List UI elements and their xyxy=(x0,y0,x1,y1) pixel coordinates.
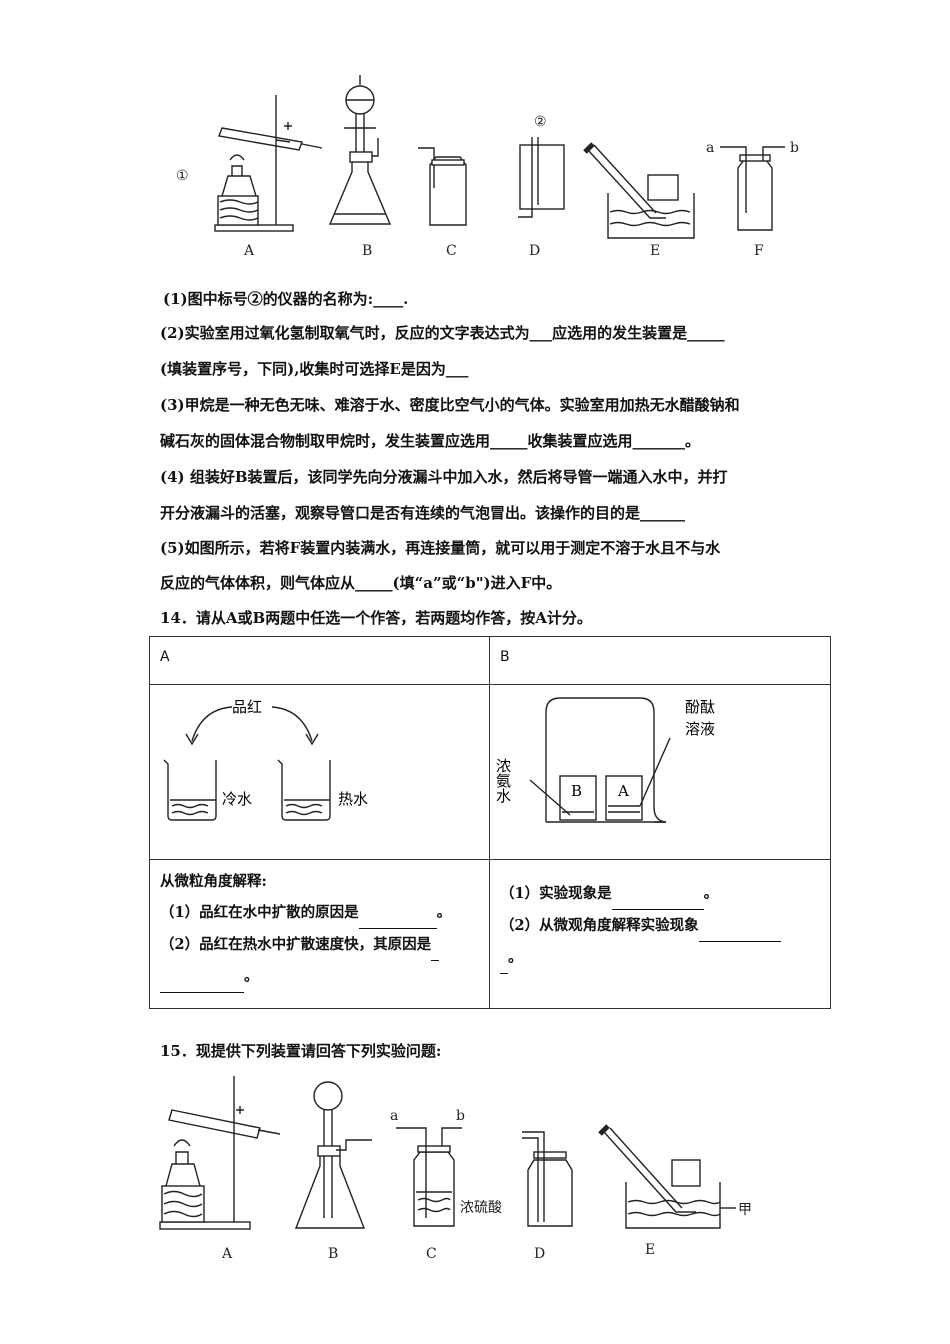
q14a-q1-answer-blank[interactable] xyxy=(358,897,437,929)
q14-figure-b: B A 酚酞 溶液 浓氨水 xyxy=(494,697,715,823)
q14a-q2-end: 。 xyxy=(244,968,259,985)
q14a-cold-water: 冷水 xyxy=(222,790,252,808)
q14b-q1: （1）实验现象是 xyxy=(500,885,612,902)
q13-line-4: (3)甲烷是一种无色无味、难溶于水、密度比空气小的气体。实验室用加热无水醋酸钠和 xyxy=(160,396,740,414)
q13-line-9: 反应的气体体积，则气体应从_____(填“a”或“b")进入F中。 xyxy=(160,574,562,592)
fig2-label-e: E xyxy=(645,1242,655,1258)
q14b-q2-end: 。 xyxy=(508,949,523,966)
q14a-q2-answer-blank-2[interactable] xyxy=(160,961,244,993)
fig1-mark-2: ② xyxy=(534,114,547,130)
q14b-q1-answer-blank[interactable] xyxy=(611,878,704,910)
q14a-q2: （2）品红在热水中扩散速度快，其原因是 xyxy=(160,936,432,953)
fig1-label-b: B xyxy=(362,243,372,259)
q14-head-b: B xyxy=(500,649,510,665)
q13-line-2: (2)实验室用过氧化氢制取氧气时，反应的文字表达式为___应选用的发生装置是__… xyxy=(160,324,725,342)
q13-line-8: (5)如图所示，若将F装置内装满水，再连接量筒，就可以用于测定不溶于水且不与水 xyxy=(160,539,721,557)
fig2-port-b: b xyxy=(456,1108,465,1124)
fig2-label-d: D xyxy=(534,1246,545,1262)
fig2-port-a: a xyxy=(390,1108,398,1124)
q14b-q1-end: 。 xyxy=(703,885,719,902)
q14-table: A B 品红 冷水 xyxy=(149,636,831,1009)
q14a-pinhong: 品红 xyxy=(232,698,262,716)
q14b-phenol: 酚酞 xyxy=(685,698,715,716)
fig2-label-b: B xyxy=(328,1246,338,1262)
q14b-q2: （2）从微观角度解释实验现象 xyxy=(500,917,699,934)
q14a-hot-water: 热水 xyxy=(338,790,368,808)
q14b-q2-answer-blank-2[interactable] xyxy=(500,942,508,974)
q14a-q1-end: 。 xyxy=(436,904,452,921)
q14-title: 14．请从A或B两题中任选一个作答，若两题均作答，按A计分。 xyxy=(160,609,592,627)
q14-figure-a: 品红 冷水 热水 xyxy=(163,698,368,821)
q14a-intro: 从微粒角度解释: xyxy=(160,873,267,890)
fig1-label-a: A xyxy=(243,243,255,259)
fig1-port-a: a xyxy=(706,140,714,156)
q14a-q1: （1）品红在水中扩散的原因是 xyxy=(160,904,359,921)
q14b-beaker-a: A xyxy=(617,782,629,800)
fig1-label-c: C xyxy=(446,243,457,259)
apparatus-figure-1: A B C D E F ① ② a b xyxy=(176,75,799,259)
fig2-acid-label: 浓硫酸 xyxy=(460,1200,502,1216)
q13-line-7: 开分液漏斗的活塞，观察导管口是否有连续的气泡冒出。该操作的目的是______ xyxy=(160,504,686,522)
q15-title: 15．现提供下列装置请回答下列实验问题: xyxy=(160,1042,442,1060)
fig1-label-e: E xyxy=(650,243,660,259)
q13-line-5: 碱石灰的固体混合物制取甲烷时，发生装置应选用_____收集装置应选用______… xyxy=(160,432,701,450)
q14-head-a: A xyxy=(160,649,170,665)
q13-line-3: (填装置序号，下同),收集时可选择E是因为___ xyxy=(160,360,469,378)
q14a-q2-answer-blank-1[interactable] xyxy=(431,929,440,961)
apparatus-figure-2: A B C D E a b 浓硫酸 甲 xyxy=(159,1076,752,1262)
q13-line-6: (4) 组装好B装置后，该同学先向分液漏斗中加入水，然后将导管一端通入水中，并打 xyxy=(160,468,728,486)
fig1-label-d: D xyxy=(529,243,540,259)
fig1-port-b: b xyxy=(790,140,799,156)
q14b-ammonia: 浓氨水 xyxy=(494,758,512,803)
q14b-beaker-b: B xyxy=(571,782,582,800)
fig1-label-f: F xyxy=(754,243,764,259)
q14b-q2-answer-blank-1[interactable] xyxy=(698,910,781,942)
q14b-solution: 溶液 xyxy=(685,720,715,738)
fig2-label-a: A xyxy=(221,1246,233,1262)
fig2-label-c: C xyxy=(426,1246,437,1262)
fig2-jia-label: 甲 xyxy=(738,1202,752,1218)
q13-line-1: (1)图中标号②的仪器的名称为:____. xyxy=(163,290,409,308)
fig1-mark-1: ① xyxy=(176,168,189,184)
